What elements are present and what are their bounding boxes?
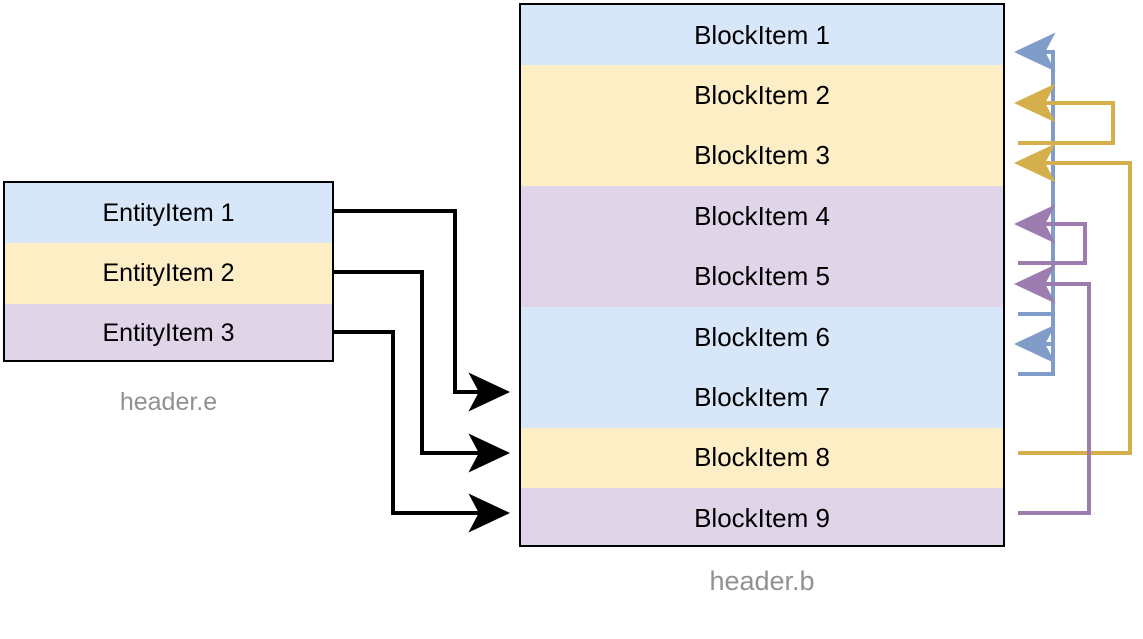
connector-entity2-to-block8	[334, 270, 511, 473]
block-row-6-label: BlockItem 6	[694, 321, 830, 352]
connector-feedback-block6-blue	[1013, 324, 1056, 376]
block-row-5-label: BlockItem 5	[694, 261, 830, 292]
block-row-9[interactable]: BlockItem 9	[521, 488, 1003, 545]
entity-row-1[interactable]: EntityItem 1	[5, 183, 332, 244]
block-row-3[interactable]: BlockItem 3	[521, 125, 1003, 187]
block-row-4-label: BlockItem 4	[694, 200, 830, 231]
block-row-2[interactable]: BlockItem 2	[521, 65, 1003, 126]
block-row-1-label: BlockItem 1	[694, 19, 830, 50]
connector-feedback-block4-purple	[1013, 204, 1087, 265]
block-row-8-label: BlockItem 8	[694, 442, 830, 473]
connector-feedback-block3-yellow	[1013, 143, 1132, 455]
block-row-7-label: BlockItem 7	[694, 382, 830, 413]
connector-feedback-block2-yellow	[1013, 83, 1115, 145]
entity-row-1-label: EntityItem 1	[102, 198, 235, 227]
block-row-3-label: BlockItem 3	[694, 140, 830, 171]
entity-row-3-label: EntityItem 3	[102, 319, 235, 348]
block-panel: BlockItem 1 BlockItem 2 BlockItem 3 Bloc…	[519, 3, 1005, 547]
entity-panel-caption: header.e	[119, 388, 218, 416]
entity-panel: EntityItem 1 EntityItem 2 EntityItem 3	[3, 181, 334, 362]
connector-feedback-block5-purple	[1013, 264, 1091, 515]
block-panel-caption: header.b	[709, 566, 815, 596]
connector-entity3-to-block9	[334, 330, 511, 533]
block-row-9-label: BlockItem 9	[694, 502, 830, 533]
block-row-5[interactable]: BlockItem 5	[521, 246, 1003, 307]
block-row-1[interactable]: BlockItem 1	[521, 5, 1003, 66]
block-row-7[interactable]: BlockItem 7	[521, 367, 1003, 428]
block-row-8[interactable]: BlockItem 8	[521, 427, 1003, 489]
block-row-2-label: BlockItem 2	[694, 80, 830, 111]
entity-row-2[interactable]: EntityItem 2	[5, 243, 332, 304]
block-row-4[interactable]: BlockItem 4	[521, 186, 1003, 247]
connector-feedback-block1-blue	[1013, 32, 1056, 374]
connector-entity1-to-block6	[334, 209, 511, 412]
entity-row-3[interactable]: EntityItem 3	[5, 303, 332, 360]
entity-row-2-label: EntityItem 2	[102, 258, 235, 287]
block-row-6[interactable]: BlockItem 6	[521, 306, 1003, 368]
